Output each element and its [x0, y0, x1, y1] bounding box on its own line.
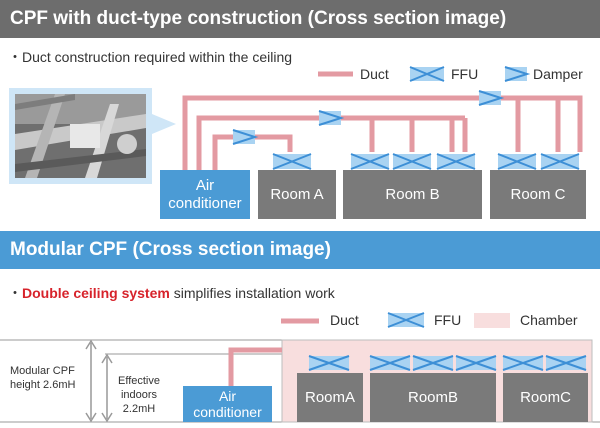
ffu-icon: [502, 355, 544, 371]
ffu-icon: [412, 355, 454, 371]
section2-bullet: ・Double ceiling system simplifies instal…: [8, 283, 335, 303]
room-c: Room C: [490, 170, 586, 219]
legend2-ffu-icon: [387, 312, 425, 328]
room-a-modular: RoomA: [297, 373, 363, 422]
ffu-icon: [350, 153, 390, 170]
ac2-label-line1: Air: [218, 388, 237, 404]
air-conditioner-unit-2: Air conditioner: [183, 386, 272, 422]
ffu-icon: [545, 355, 587, 371]
section1-title: CPF with duct-type construction (Cross s…: [0, 0, 600, 38]
duct-photo-frame: [9, 88, 152, 184]
legend2-ffu-label: FFU: [434, 312, 462, 328]
ffu-icon: [272, 153, 312, 170]
section1-bullet: ・Duct construction required within the c…: [8, 49, 293, 65]
ac2-label-line2: conditioner: [193, 404, 262, 420]
indoor-label-line1: Effective: [118, 375, 160, 387]
ffu-icon: [540, 153, 580, 170]
legend2-duct-label: Duct: [330, 312, 359, 328]
duct-photo-image: [15, 94, 146, 178]
ffu-units-section2: [308, 355, 587, 371]
bullet-rest: simplifies installation work: [169, 285, 335, 301]
damper-icon: [232, 129, 259, 145]
legend2-chamber-swatch: [474, 313, 510, 328]
room-c-modular: RoomC: [503, 373, 588, 422]
ffu-icon: [455, 355, 497, 371]
height-label-line2: height 2.6mH: [10, 379, 76, 391]
legend-ffu-label: FFU: [451, 66, 479, 82]
ffu-icon: [308, 355, 350, 371]
bullet-highlight: Double ceiling system: [22, 285, 170, 301]
ffu-icon: [497, 153, 537, 170]
indoor-label-line3: 2.2mH: [122, 403, 156, 415]
ac-label-line1: Air: [195, 176, 215, 194]
indoor-label-line2: indoors: [120, 389, 158, 401]
duct-photo: [15, 94, 146, 178]
room-b: Room B: [343, 170, 482, 219]
ffu-icon: [392, 153, 432, 170]
ffu-units-section1: [272, 153, 580, 170]
room-a: Room A: [258, 170, 336, 219]
bullet-prefix: ・: [8, 285, 22, 301]
legend-ffu-icon: [409, 66, 445, 82]
legend2-chamber-label: Chamber: [520, 312, 578, 328]
room-b-modular: RoomB: [370, 373, 496, 422]
ac-label-line2: conditioner: [168, 194, 242, 212]
air-conditioner-unit: Air conditioner: [160, 170, 250, 219]
height-label-line1: Modular CPF: [10, 365, 75, 377]
photo-pointer-arrow: [152, 114, 176, 134]
modular-height-label: Modular CPF height 2.6mH: [10, 364, 75, 392]
legend-duct-label: Duct: [360, 66, 389, 82]
damper-icon: [318, 110, 345, 126]
legend-damper-icon: [504, 66, 531, 82]
section2-title: Modular CPF (Cross section image): [0, 231, 600, 269]
damper-icon: [478, 90, 505, 106]
ffu-icon: [436, 153, 476, 170]
ffu-icon: [369, 355, 411, 371]
effective-indoor-label: Effective indoors 2.2mH: [118, 374, 160, 416]
height-arrows: [85, 339, 113, 423]
duct-section2: [228, 347, 282, 386]
legend-damper-label: Damper: [533, 66, 583, 82]
